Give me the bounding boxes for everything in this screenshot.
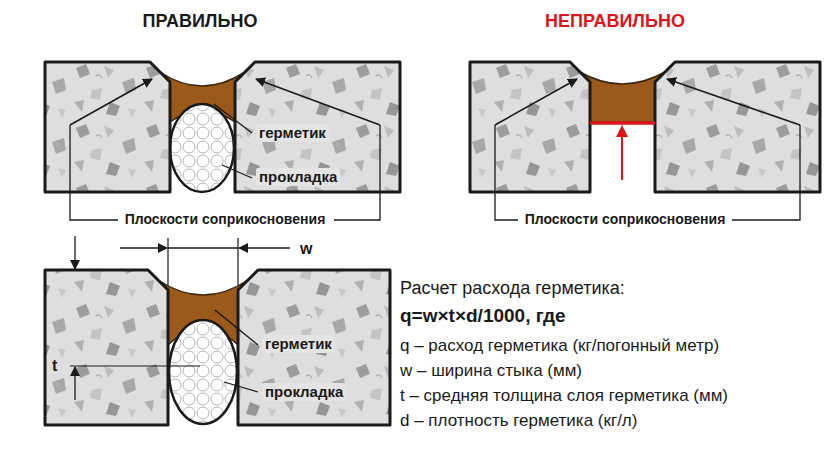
panel-heading: НЕПРАВИЛЬНО [545, 11, 685, 33]
dimensioned-joint [45, 236, 390, 425]
formula-term: q – расход герметика (кг/погонный метр) [400, 336, 719, 356]
formula-term: w – ширина стыка (мм) [400, 361, 582, 381]
part-label: прокладка [256, 168, 340, 186]
formula: q=w×t×d/1000, где [400, 305, 566, 328]
formula-heading: Расчет расхода герметика: [400, 278, 625, 300]
part-label: герметик [256, 124, 329, 142]
contact-label: Плоскости соприкосновения [125, 211, 326, 228]
part-label: прокладка [262, 383, 346, 401]
formula-term: t – средняя толщина слоя герметика (мм) [400, 386, 728, 406]
wrong-joint [470, 62, 820, 220]
dimension-label: w [300, 239, 312, 258]
dimension-label: t [52, 356, 57, 375]
panel-heading: ПРАВИЛЬНО [143, 11, 258, 33]
formula-term: d – плотность герметика (кг/л) [400, 411, 637, 431]
correct-joint [45, 62, 400, 220]
part-label: герметик [262, 335, 335, 353]
contact-label: Плоскости соприкосновения [525, 211, 726, 228]
